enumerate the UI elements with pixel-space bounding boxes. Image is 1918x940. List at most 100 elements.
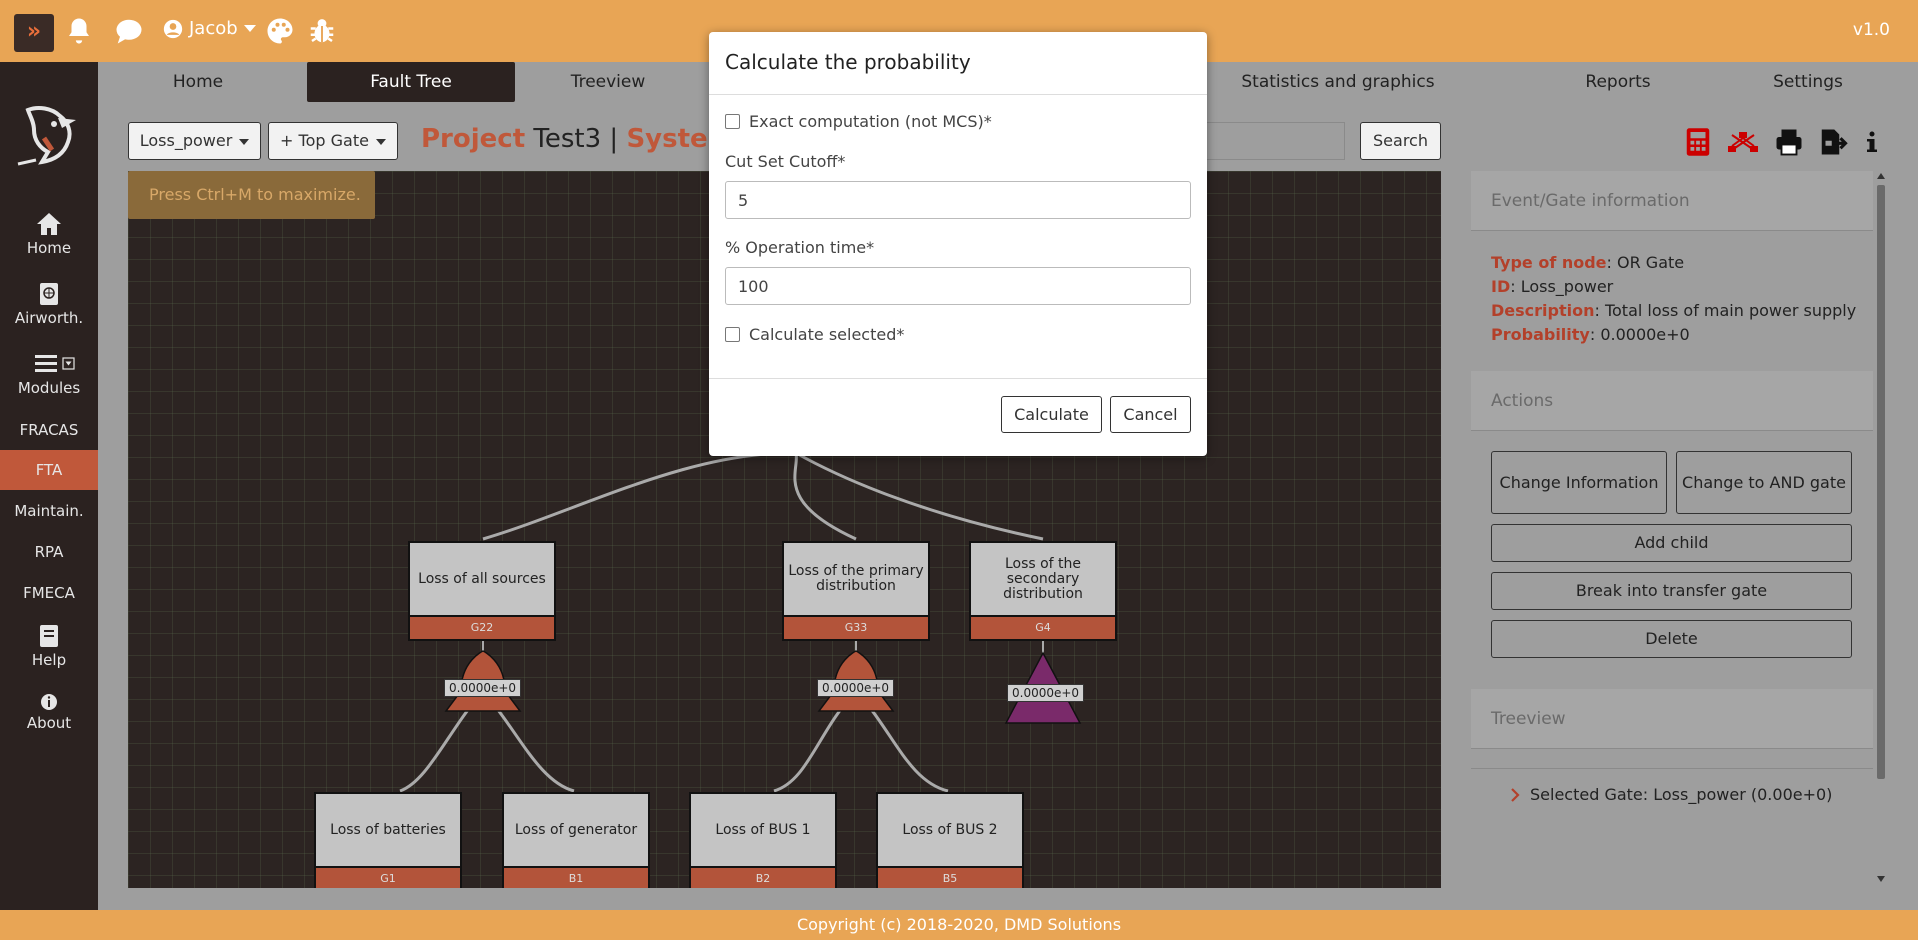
user-name: Jacob	[189, 18, 238, 39]
print-icon[interactable]	[1774, 127, 1804, 157]
search-button[interactable]: Search	[1360, 122, 1441, 160]
cut-set-cutoff-label: Cut Set Cutoff*	[725, 152, 846, 171]
modal-title: Calculate the probability	[725, 50, 971, 74]
right-panel: Event/Gate information Type of node: OR …	[1471, 171, 1873, 888]
bug-icon[interactable]	[307, 16, 337, 46]
calculate-selected-checkbox-row[interactable]: Calculate selected*	[725, 325, 904, 344]
sidebar-item-label: FMECA	[23, 584, 75, 602]
panel-scrollbar[interactable]	[1875, 171, 1887, 888]
chevron-right-icon	[1511, 787, 1520, 802]
treeview-header: Treeview	[1471, 689, 1873, 749]
node-id: B1	[502, 868, 650, 888]
tab-reports[interactable]: Reports	[1585, 72, 1651, 92]
gate-select-label: Loss_power	[139, 131, 233, 150]
footer: Copyright (c) 2018-2020, DMD Solutions	[0, 910, 1918, 940]
node-id-value: : Loss_power	[1510, 277, 1614, 296]
probability-label: 0.0000e+0	[817, 679, 895, 697]
chevron-down-icon	[243, 24, 256, 32]
node-probability-value: : 0.0000e+0	[1589, 325, 1690, 344]
sidebar-item-home[interactable]: Home	[0, 212, 98, 257]
copyright-text: Copyright (c) 2018-2020, DMD Solutions	[796, 915, 1122, 934]
node-type-key: Type of node	[1491, 253, 1607, 272]
cancel-button[interactable]: Cancel	[1110, 396, 1191, 433]
operation-time-input[interactable]	[725, 267, 1191, 305]
node-type-value: : OR Gate	[1606, 253, 1685, 272]
change-to-and-gate-button[interactable]: Change to AND gate	[1676, 451, 1852, 514]
operation-time-label: % Operation time*	[725, 238, 875, 257]
calculate-button[interactable]: Calculate	[1001, 396, 1102, 433]
exact-computation-checkbox[interactable]	[725, 114, 740, 129]
tab-fault-tree[interactable]: Fault Tree	[307, 62, 515, 102]
node-id: G4	[969, 617, 1117, 641]
sidebar-item-airworth[interactable]: Airworth.	[0, 282, 98, 327]
sidebar-item-maintain[interactable]: Maintain.	[0, 501, 98, 521]
version-label: v1.0	[1852, 20, 1890, 40]
treeview-selected-item[interactable]: Selected Gate: Loss_power (0.00e+0)	[1511, 785, 1832, 804]
top-gate-label: + Top Gate	[280, 131, 369, 150]
exact-computation-checkbox-row[interactable]: Exact computation (not MCS)*	[725, 112, 992, 131]
calculator-icon[interactable]	[1683, 127, 1713, 157]
tree-node-b5[interactable]: Loss of BUS 2 B5	[876, 792, 1024, 888]
sidebar-item-label: FTA	[35, 461, 63, 479]
tab-statistics[interactable]: Statistics and graphics	[1241, 72, 1435, 92]
project-name: Test3	[533, 124, 602, 154]
node-label: Loss of generator	[502, 792, 650, 868]
search-input[interactable]	[1205, 122, 1345, 160]
home-icon	[37, 213, 61, 235]
sidebar-item-modules[interactable]: Modules	[0, 352, 98, 397]
actions-header: Actions	[1471, 371, 1873, 431]
node-id: G33	[782, 617, 930, 641]
tab-treeview[interactable]: Treeview	[570, 72, 646, 92]
tree-node-g33[interactable]: Loss of the primary distribution G33	[782, 541, 930, 641]
chat-icon[interactable]	[114, 16, 144, 46]
change-information-button[interactable]: Change Information	[1491, 451, 1667, 514]
node-type-line: Type of node: OR Gate	[1491, 253, 1684, 272]
tree-icon[interactable]	[1726, 127, 1760, 157]
sidebar-item-fracas[interactable]: FRACAS	[0, 420, 98, 440]
probability-label: 0.0000e+0	[1007, 684, 1085, 702]
sidebar-item-label: Help	[31, 651, 67, 669]
title-separator: |	[609, 124, 619, 154]
tab-settings[interactable]: Settings	[1773, 72, 1843, 92]
delete-button[interactable]: Delete	[1491, 620, 1852, 658]
selected-gate-label: Selected Gate: Loss_power (0.00e+0)	[1530, 785, 1833, 804]
sidebar-item-fta[interactable]: FTA	[0, 450, 98, 490]
scroll-down-icon[interactable]	[1877, 876, 1885, 882]
sidebar-item-label: Maintain.	[14, 502, 84, 520]
gate-select-dropdown[interactable]: Loss_power	[128, 122, 261, 160]
menu-icon	[35, 355, 75, 372]
cut-set-cutoff-input[interactable]	[725, 181, 1191, 219]
expand-sidebar-button[interactable]: »	[14, 14, 54, 52]
node-description-value: : Total loss of main power supply	[1594, 301, 1857, 320]
palette-icon[interactable]	[265, 16, 295, 46]
node-probability-key: Probability	[1491, 325, 1590, 344]
fault-tree-canvas[interactable]: Press Ctrl+M to maximize. Loss of all so…	[128, 171, 1441, 888]
bell-icon[interactable]	[64, 16, 94, 46]
node-probability-line: Probability: 0.0000e+0	[1491, 325, 1690, 344]
sidebar-item-rpa[interactable]: RPA	[0, 542, 98, 562]
tab-home[interactable]: Home	[172, 72, 224, 92]
sidebar-item-label: About	[26, 714, 72, 732]
scroll-up-icon[interactable]	[1877, 173, 1885, 179]
app-logo	[17, 106, 76, 166]
tree-node-b2[interactable]: Loss of BUS 1 B2	[689, 792, 837, 888]
sidebar-item-fmeca[interactable]: FMECA	[0, 583, 98, 603]
break-into-transfer-gate-button[interactable]: Break into transfer gate	[1491, 572, 1852, 610]
tree-node-b1[interactable]: Loss of generator B1	[502, 792, 650, 888]
add-child-button[interactable]: Add child	[1491, 524, 1852, 562]
export-icon[interactable]	[1818, 127, 1848, 157]
tree-node-g1[interactable]: Loss of batteries G1	[314, 792, 462, 888]
probability-label: 0.0000e+0	[444, 679, 522, 697]
event-gate-info-header: Event/Gate information	[1471, 171, 1873, 231]
tree-node-g4[interactable]: Loss of the secondary distribution G4	[969, 541, 1117, 641]
calculate-selected-checkbox[interactable]	[725, 327, 740, 342]
top-gate-dropdown[interactable]: + Top Gate	[268, 122, 398, 160]
sidebar-item-help[interactable]: Help	[0, 624, 98, 669]
maximize-hint: Press Ctrl+M to maximize.	[128, 171, 375, 219]
user-menu[interactable]: Jacob	[163, 18, 256, 39]
tree-node-g22[interactable]: Loss of all sources G22	[408, 541, 556, 641]
sidebar-item-about[interactable]: About	[0, 693, 98, 732]
info-icon[interactable]	[1862, 127, 1882, 157]
scrollbar-thumb[interactable]	[1877, 185, 1885, 779]
sidebar-item-label: RPA	[34, 543, 64, 561]
